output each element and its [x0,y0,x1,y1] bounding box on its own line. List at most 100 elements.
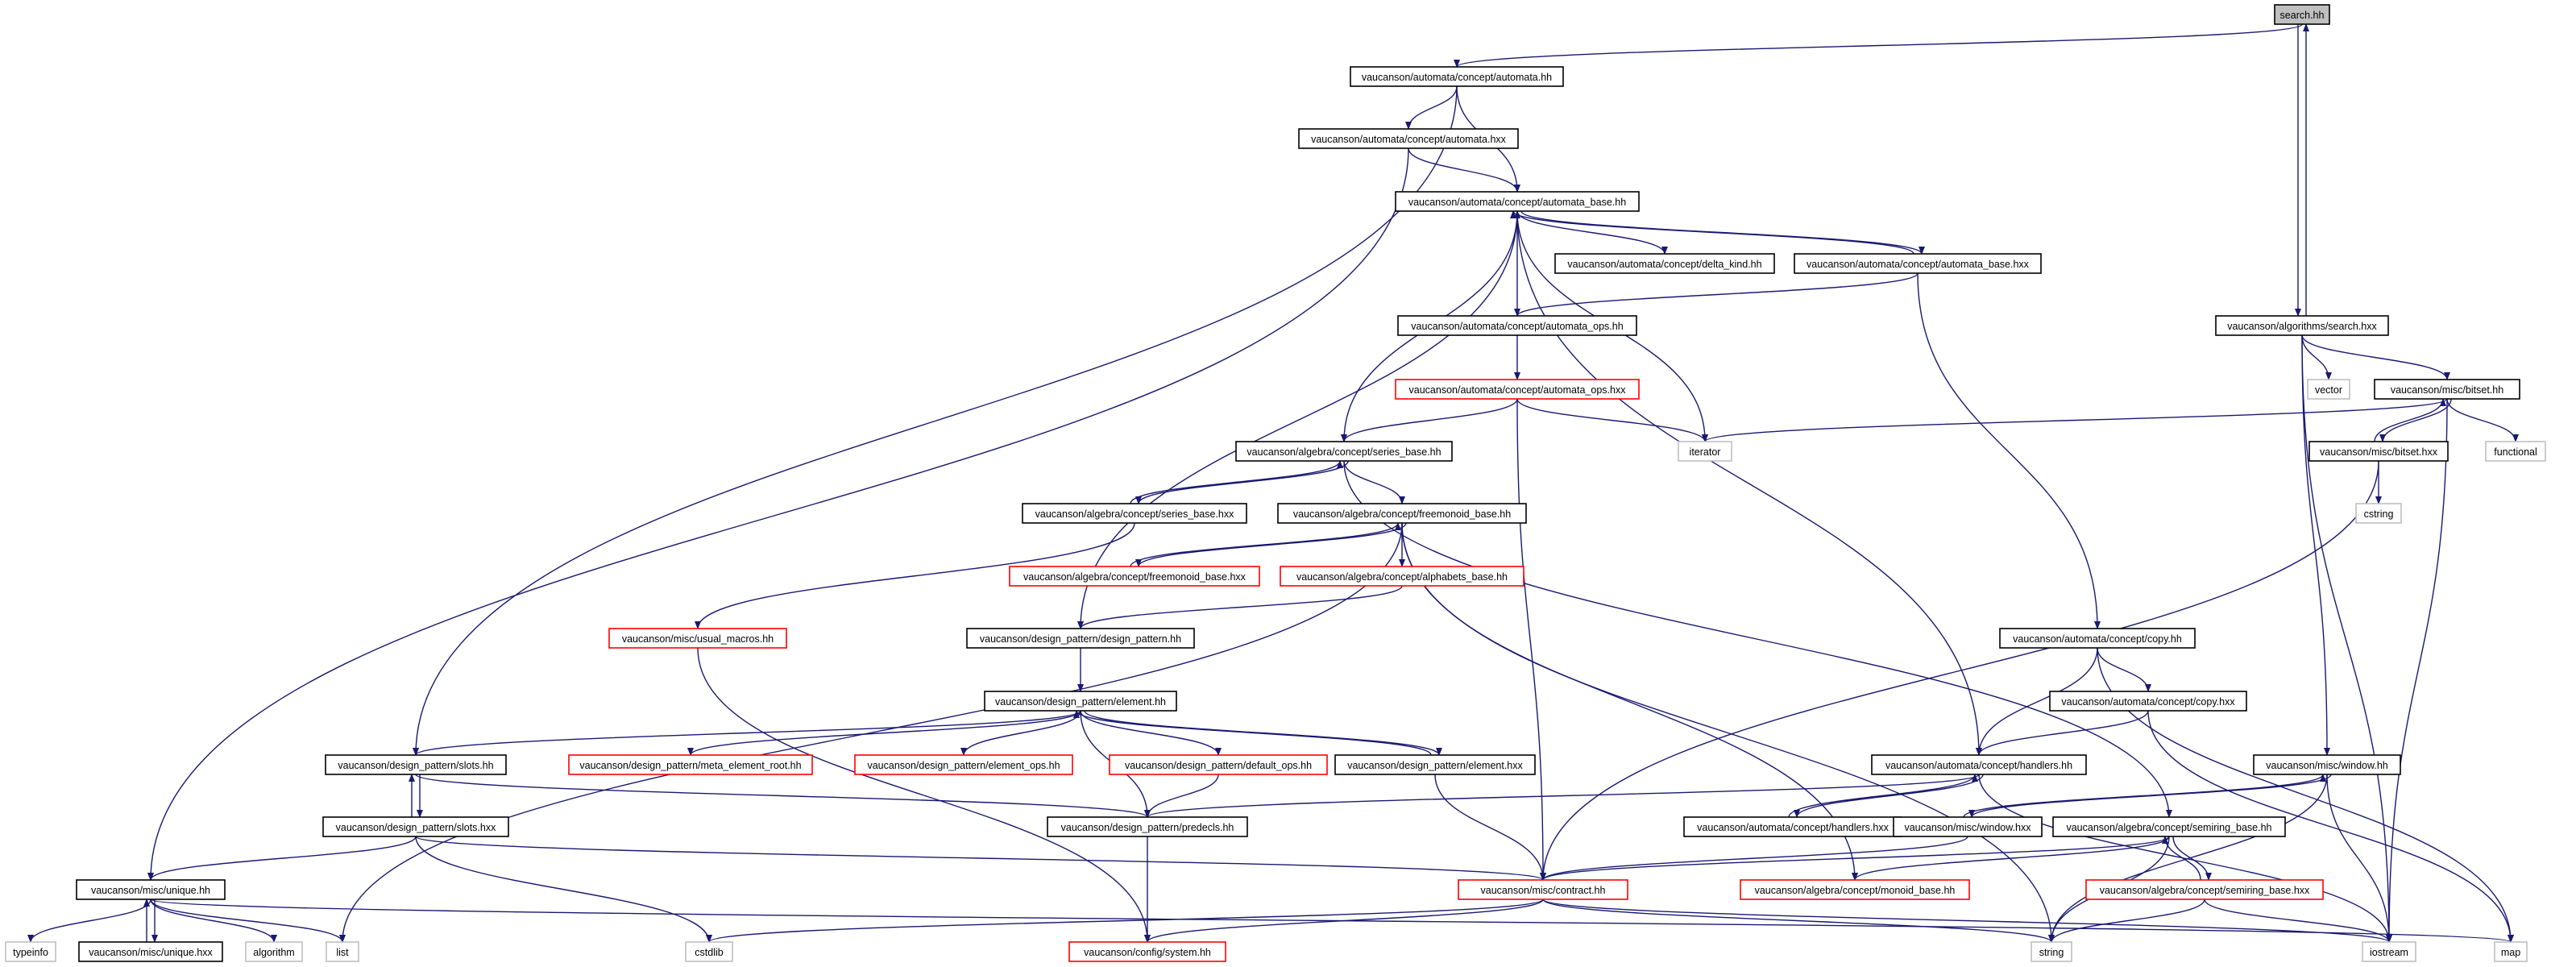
node-box [2052,816,2286,837]
edge-automata_base_hh-to-design_pattern_hh [1077,210,1518,629]
node-label: algorithm [253,947,294,958]
edge-copy_hxx-to-handlers_hh [1976,710,2149,756]
edge-usual_macros_hh-to-system_hh [697,647,1151,943]
node-label: vaucanson/automata/concept/automata_base… [1807,259,2030,270]
node-element-hh[interactable]: vaucanson/design_pattern/element.hh [984,691,1177,712]
node-box [568,754,813,775]
node-label: vaucanson/algebra/concept/alphabets_base… [1296,571,1508,583]
node-label: vaucanson/automata/concept/automata.hxx [1311,134,1507,145]
edge-unique_hh-to-algorithm [150,899,277,943]
node-automata-ops-hxx[interactable]: vaucanson/automata/concept/automata_ops.… [1395,379,1640,400]
node-series-base-hxx[interactable]: vaucanson/algebra/concept/series_base.hx… [1022,503,1247,524]
node-box [1009,566,1260,587]
edge-automata_base_hxx-to-copy_hh [1917,272,2101,629]
node-box [1794,253,2042,274]
node-predecls-hh[interactable]: vaucanson/design_pattern/predecls.hh [1047,816,1248,837]
node-typeinfo[interactable]: typeinfo [5,941,56,962]
edge-freemonoid_base_hh-to-string [1401,522,2055,943]
node-list[interactable]: list [326,941,359,962]
node-monoid-base-hh[interactable]: vaucanson/algebra/concept/monoid_base.hh [1740,879,1970,900]
node-bitset-hxx[interactable]: vaucanson/misc/bitset.hxx [2308,441,2449,462]
node-label: vaucanson/design_pattern/design_pattern.… [980,633,1181,645]
node-box [1458,879,1628,900]
node-default-ops-hh[interactable]: vaucanson/design_pattern/default_ops.hh [1109,754,1328,775]
edge-unique_hh-to-map [150,899,2513,943]
node-box [1235,441,1453,462]
node-bitset-hh[interactable]: vaucanson/misc/bitset.hh [2374,379,2520,400]
node-algorithms-search-hxx[interactable]: vaucanson/algorithms/search.hxx [2215,315,2389,336]
edge-copy_hh-to-copy_hxx [2097,647,2151,692]
node-automata-hxx[interactable]: vaucanson/automata/concept/automata.hxx [1298,128,1519,149]
node-search-hh[interactable]: search.hh [2274,4,2330,25]
edge-semiring_base_hxx-to-iostream [2204,899,2392,943]
node-automata-hh[interactable]: vaucanson/automata/concept/automata.hh [1350,66,1564,87]
node-cstring[interactable]: cstring [2355,503,2402,524]
edge-slots_hxx-to-cstdlib [415,836,712,943]
node-design-pattern-hh[interactable]: vaucanson/design_pattern/design_pattern.… [966,628,1195,649]
node-algorithm[interactable]: algorithm [245,941,303,962]
edge-algorithms_search_hxx-to-iostream [2301,334,2392,943]
node-layer: search.hh vaucanson/automata/concept/auto… [5,4,2546,962]
node-label: vector [2315,384,2342,396]
node-box [2049,691,2247,712]
node-string[interactable]: string [2031,941,2072,962]
node-automata-ops-hh[interactable]: vaucanson/automata/concept/automata_ops.… [1397,315,1637,336]
node-iostream[interactable]: iostream [2362,941,2416,962]
node-box [1298,128,1519,149]
edge-automata_base_hxx-to-automata_ops_hh [1514,272,1919,317]
node-handlers-hh[interactable]: vaucanson/automata/concept/handlers.hh [1871,754,2087,775]
node-box [5,941,56,962]
node-window-hxx[interactable]: vaucanson/misc/window.hxx [1893,816,2043,837]
node-label: vaucanson/design_pattern/predecls.hh [1061,822,1234,833]
node-window-hh[interactable]: vaucanson/misc/window.hh [2253,754,2401,775]
node-copy-hh[interactable]: vaucanson/automata/concept/copy.hh [1999,628,2196,649]
node-unique-hh[interactable]: vaucanson/misc/unique.hh [76,879,226,900]
edge-contract_hh-to-system_hh [1144,899,1544,943]
node-freemonoid-base-hxx[interactable]: vaucanson/algebra/concept/freemonoid_bas… [1009,566,1260,587]
node-copy-hxx[interactable]: vaucanson/automata/concept/copy.hxx [2049,691,2247,712]
edge-alphabets_base_hh-to-design_pattern_hh [1077,585,1403,629]
node-series-base-hh[interactable]: vaucanson/algebra/concept/series_base.hh [1235,441,1453,462]
node-element-ops-hh[interactable]: vaucanson/design_pattern/element_ops.hh [854,754,1073,775]
node-system-hh[interactable]: vaucanson/config/system.hh [1068,941,1226,962]
node-box [1395,379,1640,400]
node-box [2253,754,2401,775]
node-label: vaucanson/algebra/concept/series_base.hh [1247,446,1441,458]
node-label: iostream [2370,947,2408,958]
node-unique-hxx[interactable]: vaucanson/misc/unique.hxx [78,941,223,962]
node-box [245,941,303,962]
node-map[interactable]: map [2494,941,2528,962]
node-label: vaucanson/algebra/concept/semiring_base.… [2066,822,2271,833]
node-functional[interactable]: functional [2485,441,2546,462]
node-slots-hxx[interactable]: vaucanson/design_pattern/slots.hxx [322,816,509,837]
node-contract-hh[interactable]: vaucanson/misc/contract.hh [1458,879,1628,900]
node-label: vaucanson/algebra/concept/freemonoid_bas… [1023,571,1247,583]
node-label: vaucanson/automata/concept/automata_base… [1408,197,1626,208]
node-label: string [2039,947,2064,958]
node-vector[interactable]: vector [2307,379,2350,400]
node-label: vaucanson/automata/concept/handlers.hh [1885,760,2072,771]
node-label: vaucanson/automata/concept/copy.hh [2013,633,2182,645]
edge-unique_hh-to-typeinfo [27,899,151,943]
node-box [2307,379,2350,400]
node-alphabets-base-hh[interactable]: vaucanson/algebra/concept/alphabets_base… [1280,566,1524,587]
edge-semiring_base_hh-to-semiring_base_hxx [2172,836,2212,881]
node-automata-base-hxx[interactable]: vaucanson/automata/concept/automata_base… [1794,253,2042,274]
node-automata-base-hh[interactable]: vaucanson/automata/concept/automata_base… [1395,191,1640,212]
node-usual-macros-hh[interactable]: vaucanson/misc/usual_macros.hh [608,628,787,649]
node-slots-hh[interactable]: vaucanson/design_pattern/slots.hh [325,754,507,775]
node-iterator[interactable]: iterator [1678,441,1732,462]
node-handlers-hxx[interactable]: vaucanson/automata/concept/handlers.hxx [1683,816,1902,837]
edge-copy_hh-to-handlers_hh [1976,647,2098,756]
node-box [1395,191,1640,212]
node-cstdlib[interactable]: cstdlib [685,941,733,962]
node-meta-element-root-hh[interactable]: vaucanson/design_pattern/meta_element_ro… [568,754,813,775]
node-semiring-base-hh[interactable]: vaucanson/algebra/concept/semiring_base.… [2052,816,2286,837]
edge-automata_hxx-to-automata_base_hh [1408,147,1520,193]
node-label: cstring [2364,508,2394,520]
node-delta-kind-hh[interactable]: vaucanson/automata/concept/delta_kind.hh [1554,253,1775,274]
node-element-hxx[interactable]: vaucanson/design_pattern/element.hxx [1334,754,1536,775]
node-freemonoid-base-hh[interactable]: vaucanson/algebra/concept/freemonoid_bas… [1277,503,1527,524]
node-box [2485,441,2546,462]
node-semiring-base-hxx[interactable]: vaucanson/algebra/concept/semiring_base.… [2085,879,2324,900]
